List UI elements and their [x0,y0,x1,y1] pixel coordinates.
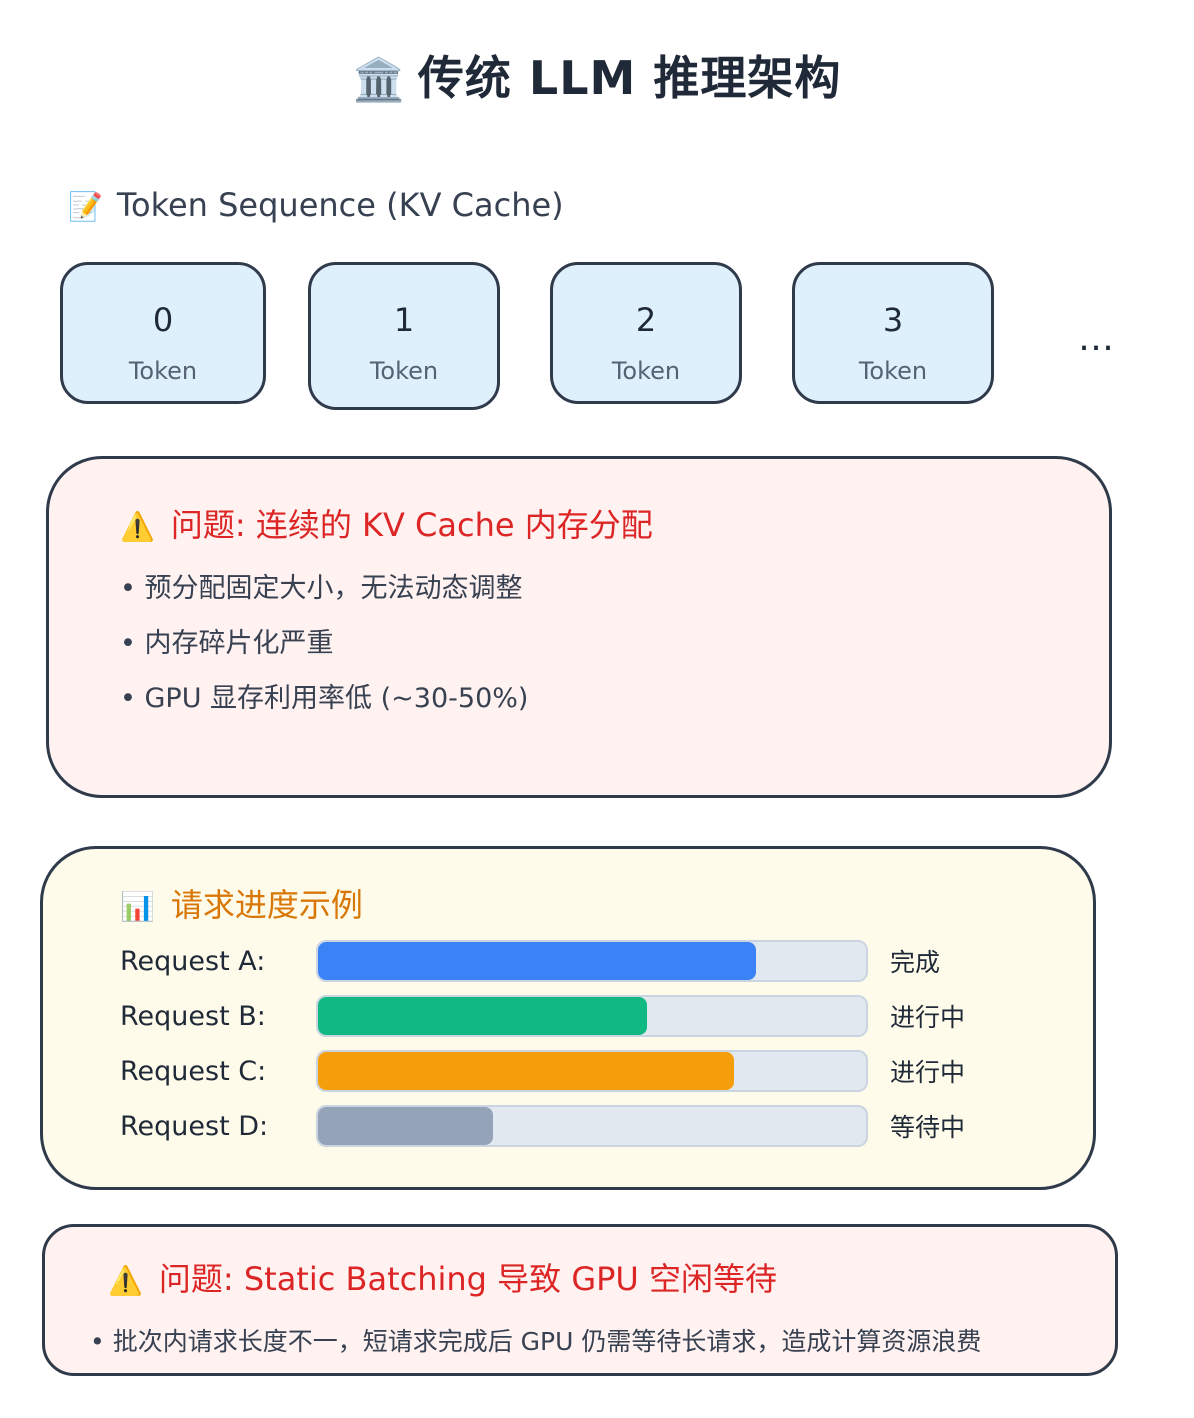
kv-cache-problem-title-text: 问题: 连续的 KV Cache 内存分配 [170,506,653,544]
static-batching-problem-title: ⚠️ 问题: Static Batching 导致 GPU 空闲等待 [108,1254,777,1300]
request-status-c: 进行中 [890,1058,966,1087]
page-title: 🏛️传统 LLM 推理架构 [0,42,1194,108]
request-progress-title-text: 请求进度示例 [170,886,363,924]
token-sequence-label-text: Token Sequence (KV Cache) [116,186,564,224]
token-box-1: 1 Token [308,262,500,410]
classical-building-icon: 🏛️ [352,55,406,104]
page-title-text: 传统 LLM 推理架构 [417,51,842,105]
request-status-b: 进行中 [890,1003,966,1032]
kv-problem-bullet-1: • 预分配固定大小，无法动态调整 [120,573,523,604]
progress-fill-b [318,997,647,1035]
token-number: 1 [393,301,415,339]
token-label: Token [611,357,681,385]
progress-fill-d [318,1107,494,1145]
request-label-d: Request D: [120,1111,269,1142]
progress-track-b [316,995,868,1037]
token-box-2: 2 Token [550,262,742,404]
request-status-d: 等待中 [890,1113,966,1142]
static-batching-problem-box [42,1224,1118,1376]
token-number: 0 [152,301,174,339]
progress-fill-c [318,1052,735,1090]
warning-icon: ⚠️ [120,510,155,543]
warning-icon: ⚠️ [108,1264,143,1297]
request-status-a: 完成 [890,948,941,977]
static-batching-problem-title-text: 问题: Static Batching 导致 GPU 空闲等待 [158,1260,778,1298]
token-label: Token [128,357,198,385]
token-label: Token [369,357,439,385]
token-ellipsis: … [1078,318,1116,359]
token-number: 2 [635,301,657,339]
request-label-c: Request C: [120,1056,267,1087]
token-number: 3 [882,301,904,339]
progress-track-d [316,1105,868,1147]
kv-problem-bullet-2: • 内存碎片化严重 [120,628,334,659]
bar-chart-icon: 📊 [120,890,155,923]
token-box-0: 0 Token [60,262,266,404]
kv-cache-problem-box [46,456,1112,798]
token-label: Token [858,357,928,385]
kv-problem-bullet-3: • GPU 显存利用率低 (~30-50%) [120,683,529,714]
static-batching-problem-bullet: • 批次内请求长度不一，短请求完成后 GPU 仍需等待长请求，造成计算资源浪费 [90,1327,982,1356]
progress-track-a [316,940,868,982]
request-label-a: Request A: [120,946,266,977]
token-sequence-label: 📝 Token Sequence (KV Cache) [68,186,564,224]
progress-track-c [316,1050,868,1092]
request-label-b: Request B: [120,1001,266,1032]
request-progress-title: 📊 请求进度示例 [120,880,363,926]
token-box-3: 3 Token [792,262,994,404]
kv-cache-problem-title: ⚠️ 问题: 连续的 KV Cache 内存分配 [120,500,653,546]
memo-icon: 📝 [68,190,103,223]
progress-fill-a [318,942,757,980]
